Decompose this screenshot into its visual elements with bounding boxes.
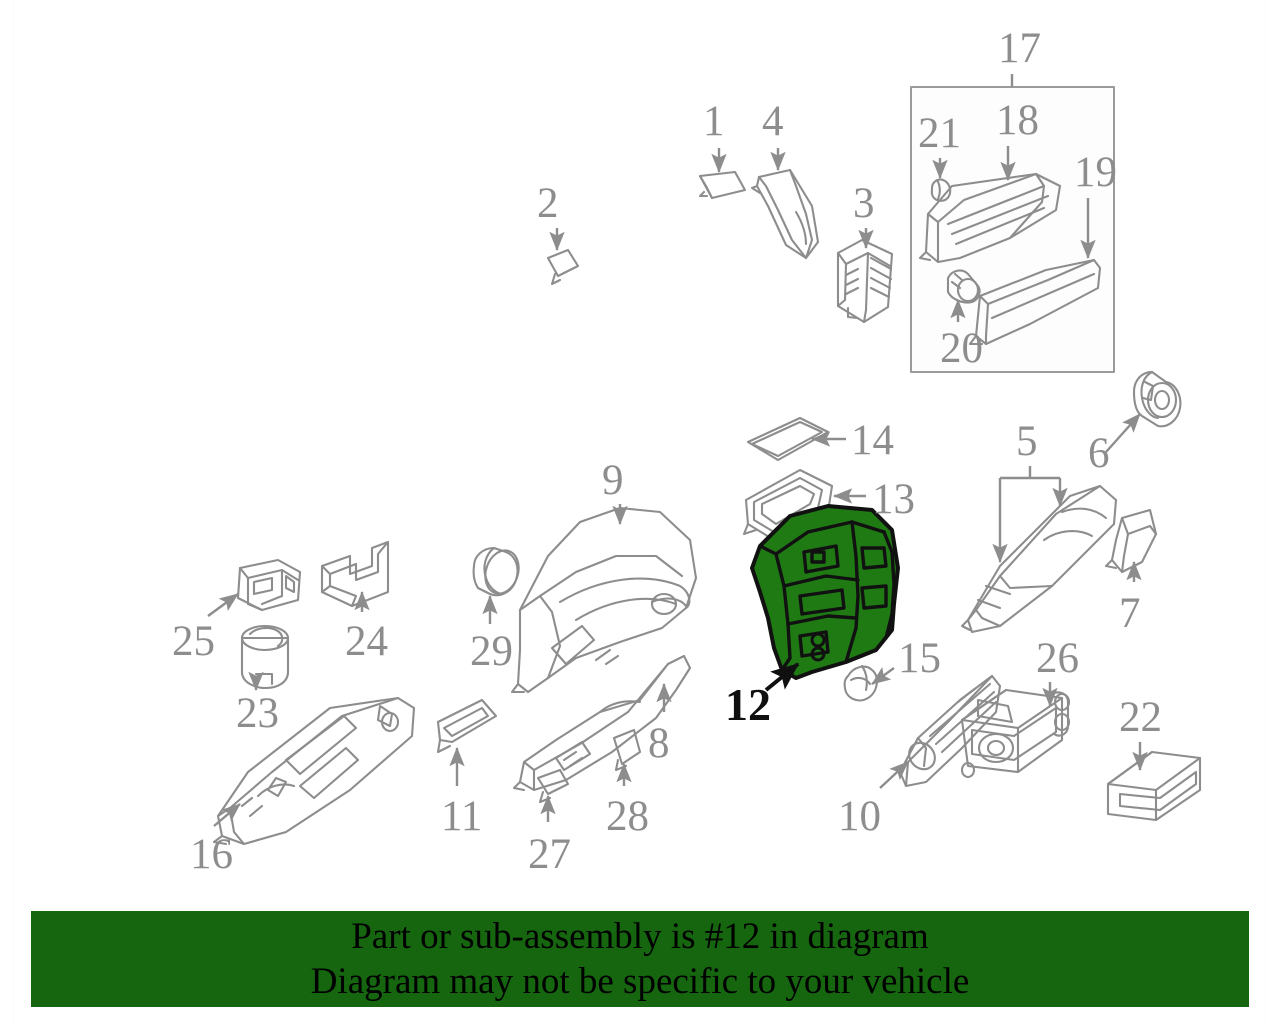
callout-label-18: 18 — [996, 97, 1039, 144]
callout-label-20: 20 — [940, 325, 983, 372]
callout-label-2: 2 — [537, 180, 559, 227]
callout-label-15: 15 — [898, 635, 941, 682]
leader-6 — [1105, 413, 1141, 453]
callout-label-19: 19 — [1074, 149, 1117, 196]
leader-16 — [213, 803, 241, 827]
callout-label-11: 11 — [441, 793, 483, 840]
leader-25 — [207, 593, 239, 617]
callout-label-12: 12 — [725, 679, 771, 730]
callout-label-4: 4 — [762, 98, 784, 145]
callout-label-6: 6 — [1088, 430, 1110, 477]
callout-label-7: 7 — [1119, 590, 1141, 637]
callout-label-14: 14 — [851, 417, 894, 464]
callout-label-8: 8 — [648, 720, 670, 767]
exploded-parts-diagram: 1 2 3 4 5 6 7 8 9 10 11 12 13 14 15 16 1… — [172, 25, 1202, 878]
leader-12 — [764, 662, 800, 692]
banner-line-1: Part or sub-assembly is #12 in diagram — [351, 916, 929, 957]
part-info-banner: Part or sub-assembly is #12 in diagram D… — [31, 911, 1249, 1007]
callout-label-21: 21 — [918, 110, 961, 157]
leader-10 — [879, 761, 909, 789]
callout-label-22: 22 — [1119, 694, 1162, 741]
callout-label-28: 28 — [606, 793, 649, 840]
callout-label-24: 24 — [345, 618, 388, 665]
callout-label-27: 27 — [528, 831, 571, 878]
callout-label-16: 16 — [190, 831, 233, 878]
leader-15 — [871, 667, 895, 685]
callout-label-9: 9 — [602, 457, 624, 504]
callout-label-1: 1 — [703, 98, 725, 145]
callout-label-29: 29 — [470, 628, 513, 675]
leader-5 — [992, 466, 1068, 563]
callout-label-17: 17 — [998, 25, 1041, 72]
callout-label-23: 23 — [236, 690, 279, 737]
callout-label-10: 10 — [838, 793, 881, 840]
callout-label-5: 5 — [1016, 418, 1038, 465]
callout-label-25: 25 — [172, 618, 215, 665]
callout-label-26: 26 — [1036, 635, 1079, 682]
callout-label-13: 13 — [872, 476, 915, 523]
callout-label-3: 3 — [853, 180, 875, 227]
banner-line-2: Diagram may not be specific to your vehi… — [310, 961, 970, 1002]
